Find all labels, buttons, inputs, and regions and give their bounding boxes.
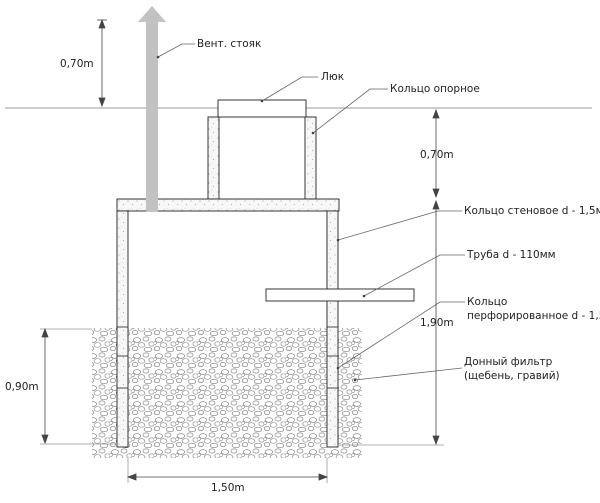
label-hatch: Люк	[321, 71, 344, 83]
dim-vent-height: 0,70m	[60, 58, 94, 70]
wall-ring-right	[326, 210, 339, 448]
inlet-pipe	[265, 288, 415, 302]
dimension-lines	[40, 18, 444, 483]
label-perforated-ring-2: перфорированное d - 1,5м	[467, 310, 600, 322]
dim-neck-height: 0,70m	[420, 149, 454, 161]
label-perforated-ring-1: Кольцо	[467, 296, 507, 308]
support-ring-right-wall	[304, 116, 317, 200]
label-filter-1: Донный фильтр	[464, 356, 553, 368]
label-pipe: Труба d - 110мм	[466, 249, 556, 261]
gravel-filter	[92, 328, 362, 458]
label-wall-ring: Кольцо стеновое d - 1,5м	[464, 205, 600, 217]
wall-ring-left	[116, 210, 129, 448]
hatch	[217, 99, 307, 118]
dim-total-height: 1,90m	[420, 317, 454, 329]
leader-dots	[156, 55, 366, 382]
leader-lines	[157, 43, 465, 381]
dim-diameter: 1,50m	[211, 482, 245, 494]
label-vent: Вент. стояк	[197, 38, 261, 50]
support-ring-left-wall	[207, 116, 220, 200]
dim-filter-height: 0,90m	[5, 381, 39, 393]
vent-pipe	[146, 20, 158, 212]
vent-pipe-arrowhead	[138, 6, 166, 22]
label-filter-2: (щебень, гравий)	[464, 370, 560, 382]
cover-slab	[116, 198, 340, 212]
label-support-ring: Кольцо опорное	[390, 83, 480, 95]
